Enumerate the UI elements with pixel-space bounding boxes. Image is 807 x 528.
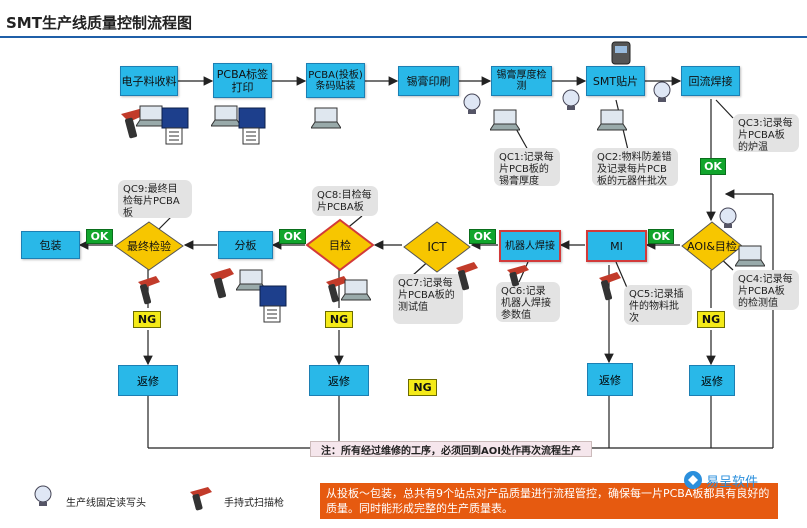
ng-badge-visual: NG — [325, 311, 353, 328]
brand-logo-icon — [682, 470, 704, 490]
handheld-scanner-icon — [507, 265, 529, 287]
decision-final[interactable] — [113, 220, 185, 272]
decision-aoi[interactable] — [680, 220, 744, 272]
handheld-scanner-icon — [599, 272, 621, 301]
laptop-icon — [236, 269, 266, 291]
label-printer-icon — [238, 107, 266, 145]
ng-badge-aoi: NG — [697, 311, 725, 328]
handheld-scanner-icon — [210, 268, 234, 299]
laptop-icon — [735, 245, 765, 267]
decision-ict-label: ICT — [427, 240, 447, 254]
laptop-icon — [597, 109, 627, 131]
ok-badge-aoi: OK — [648, 229, 674, 244]
page-title: SMT生产线质量控制流程图 — [6, 14, 192, 32]
callout-qc9: QC9:最终目检每片PCBA板 — [118, 180, 192, 219]
callout-qc6: QC6:记录机器人焊接参数值 — [496, 282, 560, 322]
step-robot-welding[interactable]: 机器人焊接 — [499, 230, 561, 262]
handheld-scanner-icon — [456, 262, 478, 291]
laptop-icon — [341, 279, 371, 301]
laptop-icon — [311, 107, 341, 129]
summary-text: 从投板～包装，总共有9个站点对产品质量进行流程管控，确保每一片PCBA板都具有良… — [320, 483, 778, 519]
rework-box-final[interactable]: 返修 — [118, 365, 178, 396]
step-packing[interactable]: 包装 — [21, 231, 80, 259]
pc-reader-icon — [463, 93, 481, 114]
step-reflow[interactable]: 回流焊接 — [681, 66, 740, 96]
title-divider — [0, 36, 807, 38]
callout-qc1: QC1:记录每片PCB板的锡膏厚度 — [494, 148, 560, 187]
decision-visual[interactable] — [305, 218, 375, 272]
pc-reader-icon — [719, 207, 737, 228]
callout-qc3: QC3:记录每片PCBA板的炉温 — [733, 114, 799, 153]
laptop-icon — [211, 105, 241, 127]
step-solder-thickness[interactable]: 锡膏厚度检测 — [491, 66, 552, 96]
ng-badge-standalone: NG — [408, 379, 437, 396]
callout-qc4: QC4:记录每片PCBA板的检测值 — [733, 270, 799, 310]
decision-aoi-label: AOI&目检 — [687, 240, 737, 253]
pc-reader-icon — [562, 89, 580, 110]
ng-badge-final: NG — [133, 311, 161, 328]
step-barcode-mounting[interactable]: PCBA(投板)条码贴装 — [306, 63, 365, 98]
ok-badge-final: OK — [86, 229, 113, 244]
callout-qc5: QC5:记录插件的物料批次 — [624, 285, 692, 325]
brand-name: 易呈软件 — [706, 475, 759, 490]
legend-handheld-scanner: 手持式扫描枪 — [224, 498, 284, 509]
step-label-printing[interactable]: PCBA标签打印 — [213, 63, 272, 98]
label-printer-icon — [161, 107, 189, 145]
pc-reader-icon — [653, 81, 671, 102]
legend-fixed-reader: 生产线固定读写头 — [66, 498, 146, 509]
rework-box-visual[interactable]: 返修 — [309, 365, 369, 396]
rework-notice: 注：所有经过维修的工序，必须回到AOI处作再次流程生产 — [310, 441, 592, 457]
handheld-scanner-icon — [190, 487, 212, 511]
rework-box-mi[interactable]: 返修 — [587, 363, 633, 396]
label-printer-icon — [259, 285, 287, 323]
step-solder-printing[interactable]: 锡膏印刷 — [398, 66, 459, 96]
ok-badge-robot: OK — [469, 229, 496, 244]
callout-qc7: QC7:记录每片PCBA板的测试值 — [393, 274, 463, 324]
callout-qc8: QC8:目检每片PCBA板 — [312, 186, 378, 216]
laptop-icon — [490, 109, 520, 131]
ok-badge-visual: OK — [279, 229, 306, 244]
rework-box-aoi[interactable]: 返修 — [689, 365, 735, 396]
step-material-receiving[interactable]: 电子料收料 — [120, 66, 178, 96]
decision-final-label: 最终检验 — [127, 240, 171, 253]
callout-qc2: QC2:物料防差错及记录每片PCB板的元器件批次 — [592, 148, 678, 187]
ok-badge-reflow: OK — [700, 158, 726, 175]
decision-visual-label: 目检 — [329, 239, 351, 252]
handheld-scanner-icon — [138, 276, 160, 305]
step-mi[interactable]: MI — [586, 230, 647, 262]
pda-icon — [611, 41, 631, 65]
step-board-split[interactable]: 分板 — [218, 231, 273, 259]
pc-reader-icon — [34, 485, 52, 506]
step-smt-placement[interactable]: SMT贴片 — [586, 66, 645, 96]
handheld-scanner-icon — [326, 276, 348, 303]
decision-ict[interactable] — [402, 220, 472, 274]
